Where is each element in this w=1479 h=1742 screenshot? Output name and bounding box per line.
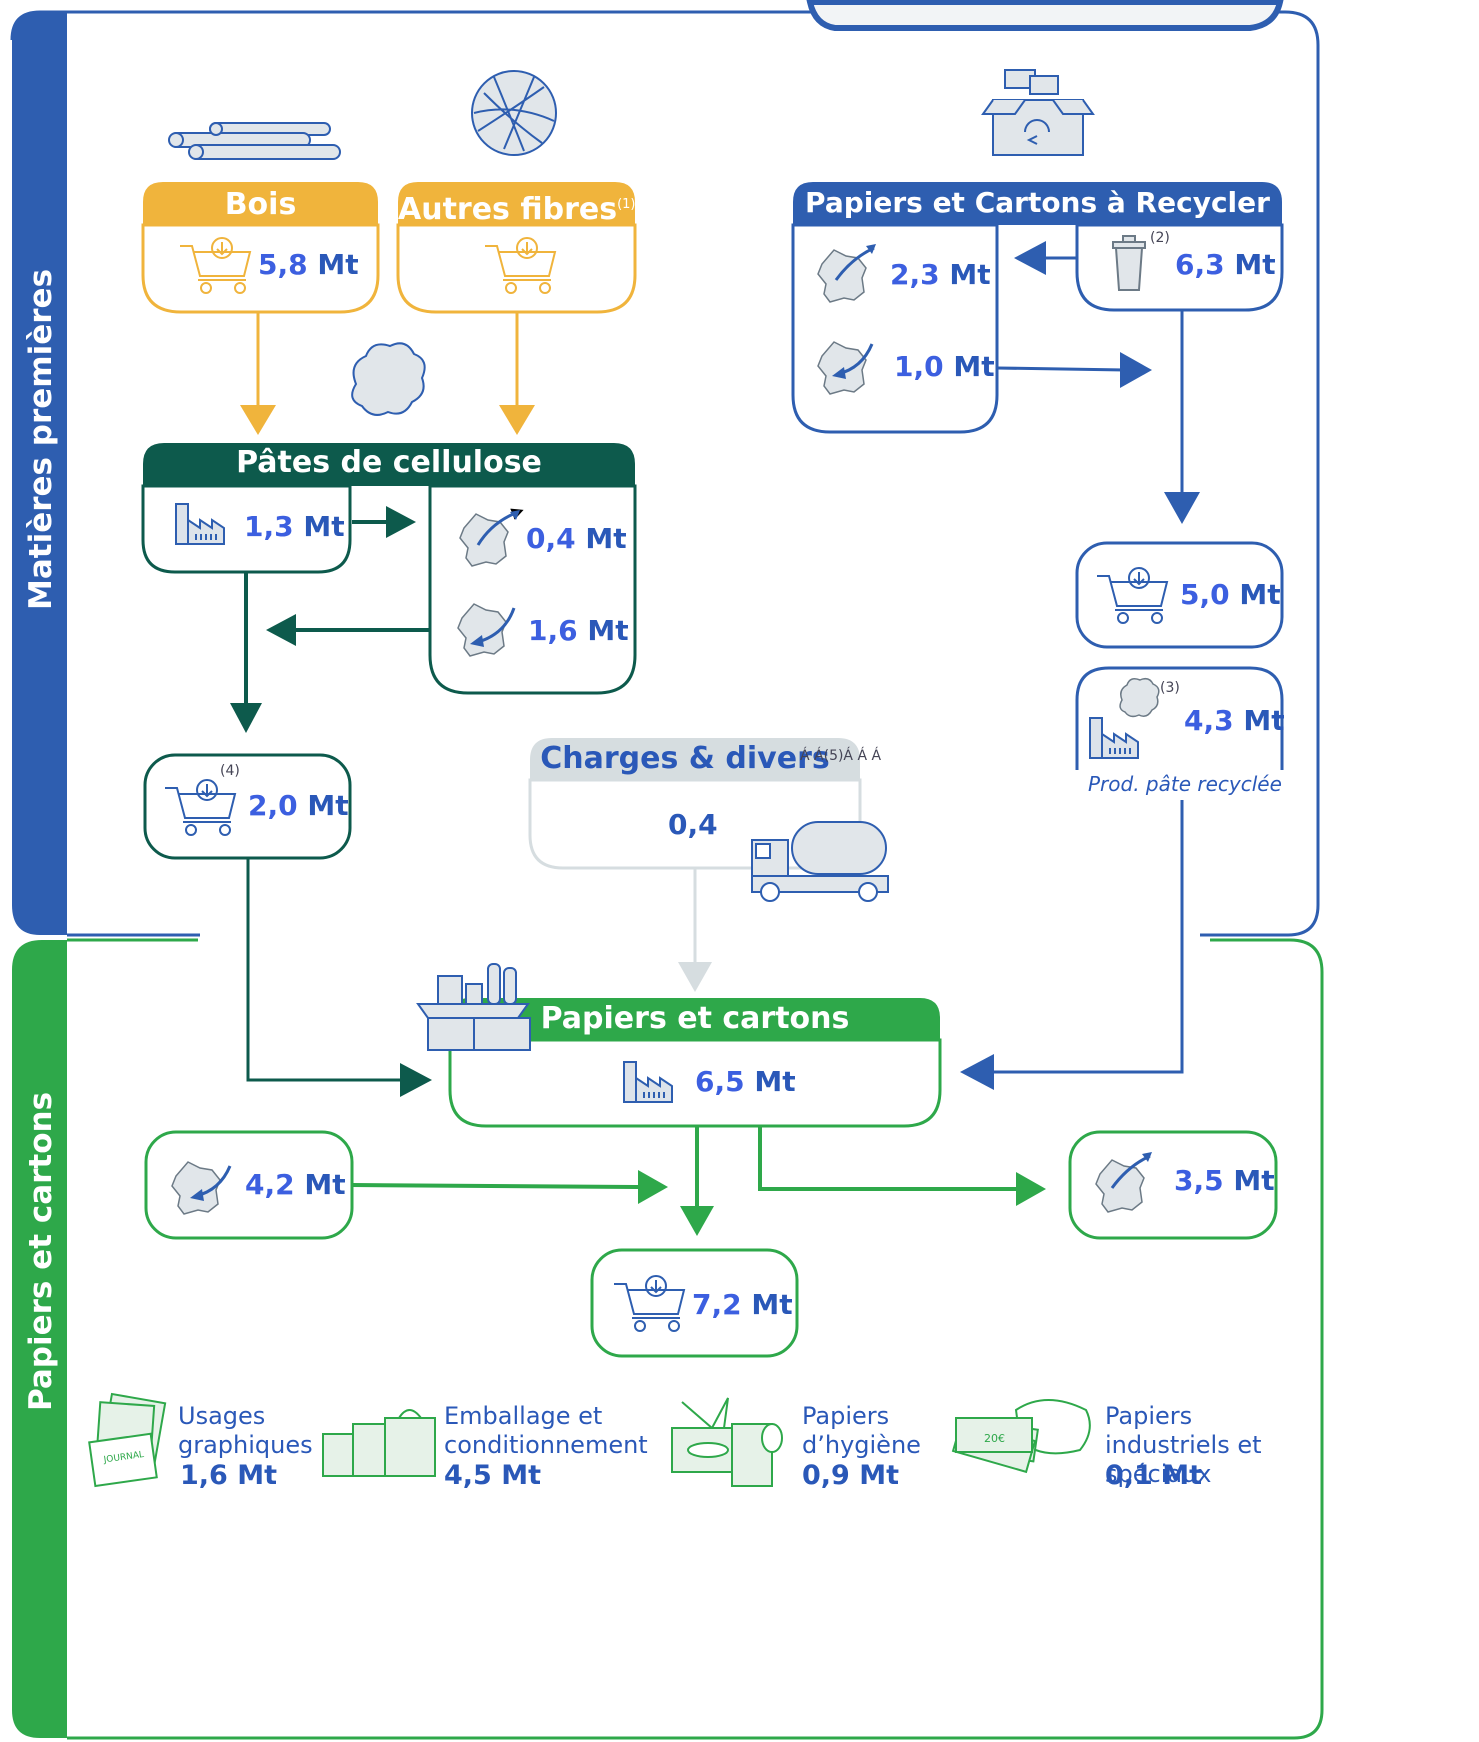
paper-board-section bbox=[12, 938, 1324, 1740]
pulp-icon bbox=[351, 342, 426, 416]
papiers-consumption-value: 7,2 Mt bbox=[692, 1288, 793, 1321]
svg-text:20€: 20€ bbox=[984, 1432, 1005, 1445]
arrow-pates-to-papiers bbox=[246, 858, 432, 1097]
use-label-graphiques: Usages graphiques bbox=[178, 1402, 313, 1459]
autres-fibres-title: Autres fibres(1) bbox=[398, 192, 636, 227]
box-papiers-consumption bbox=[590, 1248, 799, 1358]
papiers-export-value: 3,5 Mt bbox=[1174, 1164, 1275, 1197]
section-label-paper-board: Papiers et cartons bbox=[23, 1091, 59, 1411]
recycler-consumption-value: 5,0 Mt bbox=[1180, 578, 1281, 611]
papiers-production-value: 6,5 Mt bbox=[695, 1065, 796, 1098]
arrow-recycled-to-papiers bbox=[960, 800, 1184, 1090]
box-charges bbox=[528, 738, 889, 902]
papiers-import-value: 4,2 Mt bbox=[245, 1168, 346, 1201]
use-label-hygiene: Papiers d’hygiène bbox=[802, 1402, 921, 1459]
use-label-industriels: Papiers industriels et spéciaux bbox=[1105, 1402, 1262, 1488]
recycle-box-icon bbox=[981, 69, 1095, 156]
recycled-pulp-caption: Prod. pâte recyclée bbox=[1088, 772, 1282, 796]
section-label-raw-materials: Matières premières bbox=[23, 268, 59, 610]
box-recycler bbox=[791, 182, 1284, 434]
pates-import-value: 1,6 Mt bbox=[528, 614, 629, 647]
box-recycler-consumption bbox=[1075, 541, 1284, 649]
note-2: (2) bbox=[1150, 230, 1170, 246]
box-papiers-cartons bbox=[416, 963, 942, 1128]
use-value-industriels: 0,1 Mt bbox=[1105, 1460, 1203, 1491]
note-4: (4) bbox=[220, 763, 240, 779]
box-recycled-pulp bbox=[1075, 666, 1284, 770]
box-papiers-import bbox=[144, 1130, 354, 1240]
pates-consumption-value: 2,0 Mt bbox=[248, 789, 349, 822]
recycled-pulp-value: 4,3 Mt bbox=[1184, 704, 1285, 737]
bois-title: Bois bbox=[224, 187, 297, 222]
box-papiers-export bbox=[1068, 1130, 1278, 1240]
recycler-collected-value: 6,3 Mt bbox=[1175, 248, 1276, 281]
charges-title: Charges & divers bbox=[540, 741, 830, 776]
use-value-emballage: 4,5 Mt bbox=[444, 1460, 542, 1491]
arrows-papiers bbox=[351, 1126, 1046, 1236]
use-value-graphiques: 1,6 Mt bbox=[180, 1460, 278, 1491]
arrow-bois-to-pates bbox=[240, 312, 535, 435]
note-3: (3) bbox=[1160, 680, 1180, 696]
fiber-ball-icon bbox=[471, 70, 557, 156]
charges-value: 0,4 bbox=[668, 808, 718, 841]
recycler-import-value: 1,0 Mt bbox=[894, 350, 995, 383]
bois-value: 5,8 Mt bbox=[258, 248, 359, 281]
tissue-icon bbox=[671, 1397, 783, 1487]
pulp-icon bbox=[1119, 677, 1160, 718]
use-label-emballage: Emballage et conditionnement bbox=[444, 1402, 648, 1459]
charges-note-glyphs: Á Á(5)Á Á Á bbox=[800, 748, 882, 764]
note-1: (1) bbox=[617, 197, 636, 212]
recycler-title: Papiers et Cartons à Recycler bbox=[805, 186, 1270, 219]
tanker-truck-icon bbox=[751, 821, 889, 902]
arrows-recycler bbox=[996, 241, 1200, 524]
papiers-title: Papiers et cartons bbox=[540, 1001, 850, 1036]
arrow-charges-to-papiers bbox=[678, 868, 712, 992]
box-bois bbox=[141, 182, 380, 314]
paper-box-icon bbox=[416, 963, 531, 1051]
pates-export-value: 0,4 Mt bbox=[526, 522, 627, 555]
logs-icon bbox=[168, 122, 341, 160]
use-value-hygiene: 0,9 Mt bbox=[802, 1460, 900, 1491]
recycle-bin-icon bbox=[1112, 235, 1146, 291]
raw-materials-section bbox=[10, 0, 1320, 937]
banknote-icon: 20€ bbox=[951, 1399, 1091, 1474]
journal-icon: JOURNAL bbox=[88, 1392, 167, 1488]
box-pates bbox=[141, 443, 637, 695]
arrows-pates bbox=[230, 506, 430, 733]
recycler-export-value: 2,3 Mt bbox=[890, 258, 991, 291]
pates-production-value: 1,3 Mt bbox=[244, 510, 345, 543]
box-autres-fibres bbox=[396, 182, 637, 314]
pates-title: Pâtes de cellulose bbox=[236, 445, 542, 480]
shopping-bags-icon bbox=[322, 1409, 436, 1477]
